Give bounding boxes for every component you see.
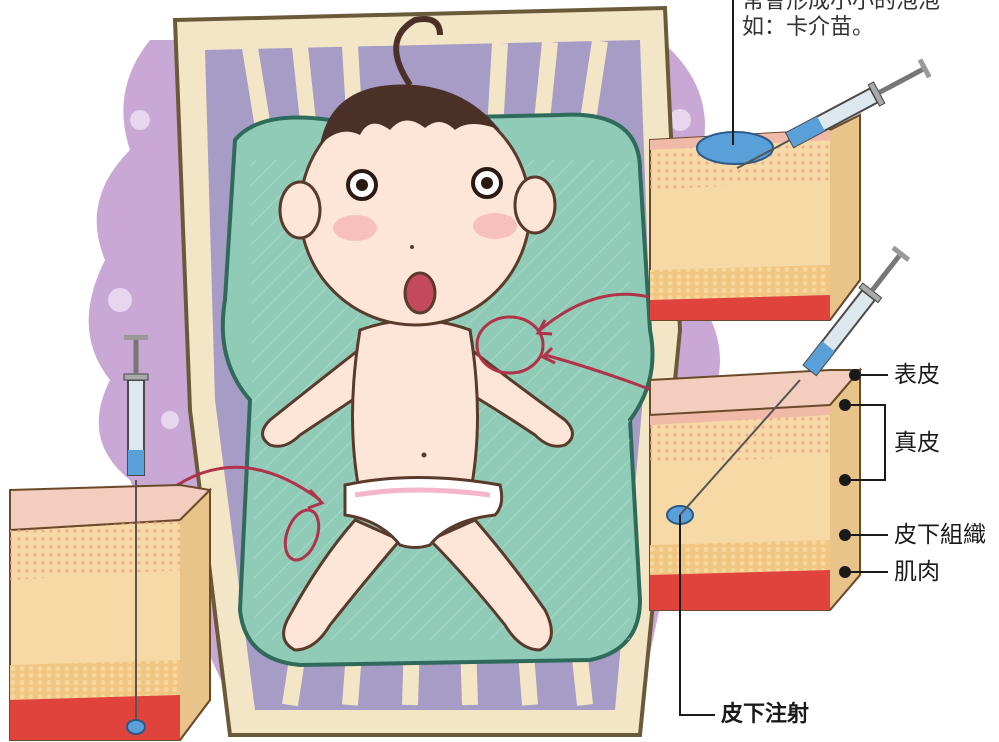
syringe-icon: [123, 335, 149, 476]
label-leaders: [679, 0, 888, 716]
syringe-icon: [736, 58, 932, 170]
note-line-1: 常會形成小小的泡泡: [742, 0, 941, 14]
baby: [261, 16, 574, 652]
label-dermis: 真皮: [894, 430, 940, 456]
skin-block-intradermal: [649, 113, 861, 321]
note-line-2: 如：卡介苗。: [742, 15, 875, 40]
skin-block-intramuscular: [9, 480, 213, 741]
label-muscle: 肌肉: [894, 559, 940, 585]
skin-block-subcutaneous: [649, 367, 863, 611]
label-subcutaneous-injection: 皮下注射: [721, 702, 810, 727]
label-subcutaneous-tissue: 皮下組織: [894, 522, 986, 548]
label-epidermis: 表皮: [894, 362, 940, 388]
syringe-icon: [802, 245, 911, 377]
